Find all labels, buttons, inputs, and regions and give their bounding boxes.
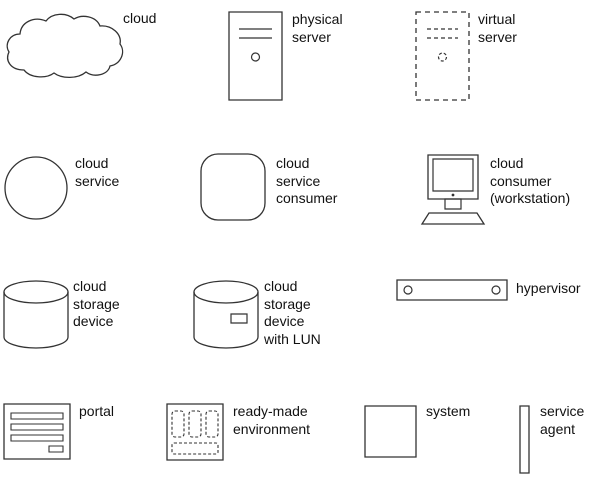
cloud-service-consumer-icon (200, 153, 267, 222)
hypervisor-icon (396, 279, 509, 301)
cloud-service-label: cloud service (75, 155, 120, 189)
workstation-icon (420, 154, 486, 226)
portal-icon (3, 403, 71, 460)
service-agent-icon (519, 405, 531, 475)
physical-server-label: physical server (292, 11, 343, 45)
cloud-storage-device-label: cloud storage device (73, 278, 120, 329)
ready-made-environment-icon (166, 403, 224, 461)
hypervisor-label: hypervisor (516, 280, 581, 296)
storage-device-lun-icon (193, 280, 259, 350)
cloud-label: cloud (123, 10, 157, 26)
cloud-service-consumer-label: cloud service consumer (276, 155, 338, 206)
portal-label: portal (79, 403, 115, 419)
cloud-icon (4, 12, 126, 80)
system-icon (364, 405, 417, 458)
cloud-service-icon (3, 155, 69, 221)
service-agent-label: service agent (540, 403, 585, 437)
cloud-storage-device-with-lun-label: cloud storage device with LUN (264, 278, 321, 347)
storage-device-icon (3, 280, 69, 350)
virtual-server-label: virtual server (478, 11, 517, 45)
ready-made-environment-label: ready-made environment (233, 403, 311, 437)
physical-server-icon (228, 11, 284, 101)
virtual-server-icon (415, 11, 471, 101)
system-label: system (426, 403, 471, 419)
cloud-consumer-workstation-label: cloud consumer (workstation) (490, 155, 571, 206)
